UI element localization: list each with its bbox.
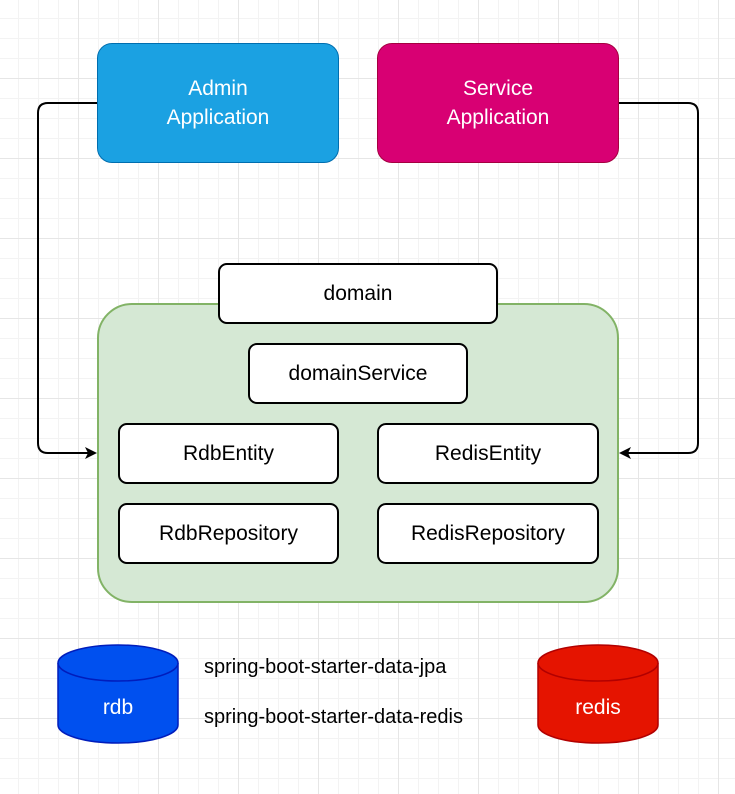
rdb-label: rdb <box>102 696 134 719</box>
redis-dependency-text: spring-boot-starter-data-redis <box>204 706 463 728</box>
redis-label: redis <box>575 696 621 719</box>
service-application-box: Service Application <box>377 43 619 163</box>
rdb-entity-box: RdbEntity <box>118 423 339 484</box>
admin-application-box: Admin Application <box>97 43 339 163</box>
jpa-dependency-text: spring-boot-starter-data-jpa <box>204 656 447 678</box>
redis-database-icon <box>537 644 659 744</box>
domain-label-box: domain <box>218 263 498 324</box>
service-to-domain-arrow <box>619 102 699 459</box>
redis-entity-box: RedisEntity <box>377 423 599 484</box>
redis-repository-box: RedisRepository <box>377 503 599 564</box>
rdb-database-icon <box>57 644 179 744</box>
domain-service-box: domainService <box>248 343 468 404</box>
admin-to-domain-arrow <box>37 102 97 459</box>
rdb-repository-box: RdbRepository <box>118 503 339 564</box>
